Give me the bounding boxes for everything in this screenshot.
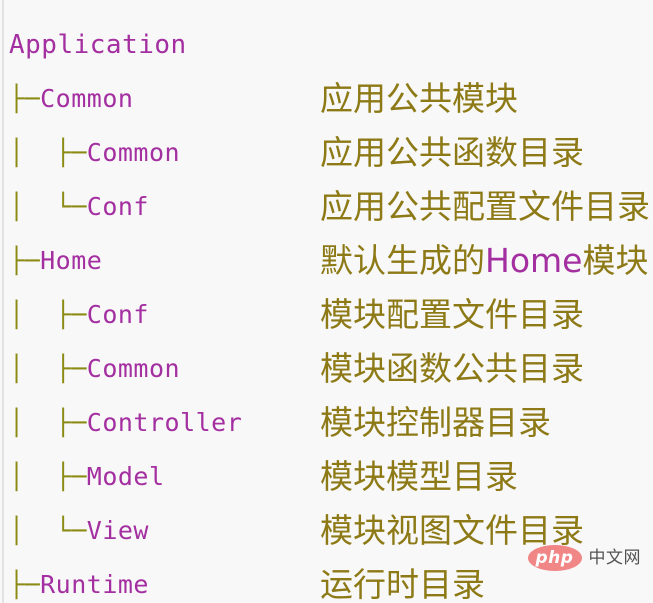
description-text: 模块函数公共目录	[320, 349, 584, 388]
php-logo-badge: php	[527, 545, 582, 571]
tree-node-name: Conf	[86, 300, 149, 329]
tree-branch-glyph: │ ├─	[9, 300, 87, 329]
description-text: 应用公共模块	[320, 79, 518, 118]
description-text-tail: 模块	[582, 241, 649, 280]
tree-node-path: │ ├─Common	[9, 342, 180, 396]
php-chinese-watermark: php 中文网	[527, 545, 642, 571]
tree-branch-glyph: ├─	[9, 84, 41, 113]
tree-node-description: 默认生成的Home模块	[320, 234, 648, 288]
tree-node-path: ├─Home	[9, 234, 102, 288]
tree-row: │ └─View 模块视图文件目录	[0, 504, 653, 558]
tree-row: │ ├─Common 模块函数公共目录	[0, 342, 653, 396]
tree-branch-glyph: │ ├─	[9, 354, 87, 383]
description-text: 应用公共函数目录	[320, 133, 584, 172]
tree-node-path: │ ├─Conf	[9, 288, 149, 342]
tree-branch-glyph: │ ├─	[9, 408, 87, 437]
tree-node-path: │ └─Conf	[9, 180, 149, 234]
description-text: 运行时目录	[320, 565, 485, 603]
watermark-label: 中文网	[588, 547, 641, 568]
tree-row: │ └─Conf 应用公共配置文件目录	[0, 180, 653, 234]
tree-node-name: Home	[40, 246, 103, 275]
tree-node-description: 应用公共模块	[320, 72, 518, 126]
tree-branch-glyph: │ └─	[9, 516, 87, 545]
tree-node-description: 运行时目录	[320, 558, 485, 603]
tree-node-description: 模块控制器目录	[320, 396, 551, 450]
tree-row: ├─Common 应用公共模块	[0, 72, 653, 126]
tree-node-name: View	[86, 516, 149, 545]
tree-node-description: 应用公共配置文件目录	[320, 180, 650, 234]
tree-node-path: │ ├─Model	[9, 450, 165, 504]
tree-node-name: Controller	[86, 408, 243, 437]
tree-row: │ ├─Model 模块模型目录	[0, 450, 653, 504]
description-text: 模块模型目录	[320, 457, 518, 496]
tree-row: │ ├─Controller 模块控制器目录	[0, 396, 653, 450]
tree-row: Application	[0, 18, 653, 72]
tree-branch-glyph: │ └─	[9, 192, 87, 221]
tree-node-name: Model	[86, 462, 165, 491]
description-text: 模块视图文件目录	[320, 511, 584, 550]
tree-node-name: Common	[86, 354, 181, 383]
tree-node-name: Common	[40, 84, 134, 113]
tree-node-description: 模块函数公共目录	[320, 342, 584, 396]
description-text: 模块控制器目录	[320, 403, 551, 442]
tree-branch-glyph: │ ├─	[9, 138, 87, 167]
description-text: 模块配置文件目录	[320, 295, 584, 334]
description-text: 默认生成的	[320, 241, 485, 280]
description-accent-text: Home	[485, 241, 583, 280]
tree-row: │ ├─Common 应用公共函数目录	[0, 126, 653, 180]
code-block-gutter-rule	[2, 0, 4, 603]
tree-node-name: Runtime	[40, 570, 149, 599]
tree-node-path: │ ├─Common	[9, 126, 180, 180]
tree-node-name: Application	[9, 30, 187, 60]
tree-node-name: Conf	[86, 192, 149, 221]
description-text: 应用公共配置文件目录	[320, 187, 650, 226]
tree-node-description: 模块配置文件目录	[320, 288, 584, 342]
tree-row: │ ├─Conf 模块配置文件目录	[0, 288, 653, 342]
tree-node-path: │ ├─Controller	[9, 396, 242, 450]
tree-node-path: ├─Common	[9, 72, 133, 126]
tree-row: ├─Runtime 运行时目录	[0, 558, 653, 603]
php-logo-text: php	[535, 547, 574, 568]
tree-branch-glyph: ├─	[9, 570, 41, 599]
tree-node-path: │ └─View	[9, 504, 149, 558]
tree-node-description: 模块模型目录	[320, 450, 518, 504]
tree-node-name: Common	[86, 138, 181, 167]
tree-node-description: 应用公共函数目录	[320, 126, 584, 180]
tree-node-description: 模块视图文件目录	[320, 504, 584, 558]
tree-node-path: Application	[9, 18, 187, 72]
tree-branch-glyph: │ ├─	[9, 462, 87, 491]
tree-branch-glyph: ├─	[9, 246, 41, 275]
tree-node-path: ├─Runtime	[9, 558, 149, 603]
